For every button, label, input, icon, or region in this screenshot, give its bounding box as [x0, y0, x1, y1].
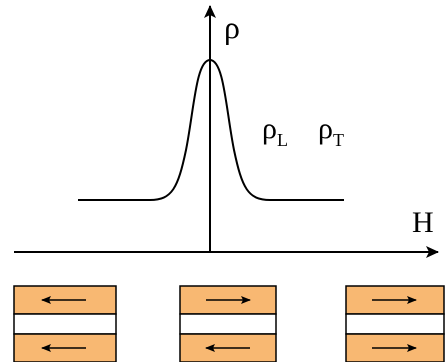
layer-stack-3 [345, 285, 445, 362]
rho-t-subscript: T [333, 130, 344, 150]
resistivity-curve [78, 58, 344, 201]
rho-t-label: ρT [318, 112, 344, 150]
x-axis-label: H [412, 206, 434, 239]
spacer-layer [345, 313, 445, 335]
bottom-ferromagnet-layer [179, 333, 277, 362]
rho-l-subscript: L [277, 130, 288, 150]
rho-t-symbol: ρ [318, 112, 333, 145]
rho-l-label: ρL [262, 112, 288, 150]
spacer-layer [13, 313, 117, 335]
y-axis-label: ρ [224, 9, 240, 45]
spacer-layer [179, 313, 277, 335]
layer-stack-2 [179, 285, 277, 362]
layer-stack-1 [13, 285, 117, 362]
rho-l-symbol: ρ [262, 112, 277, 145]
